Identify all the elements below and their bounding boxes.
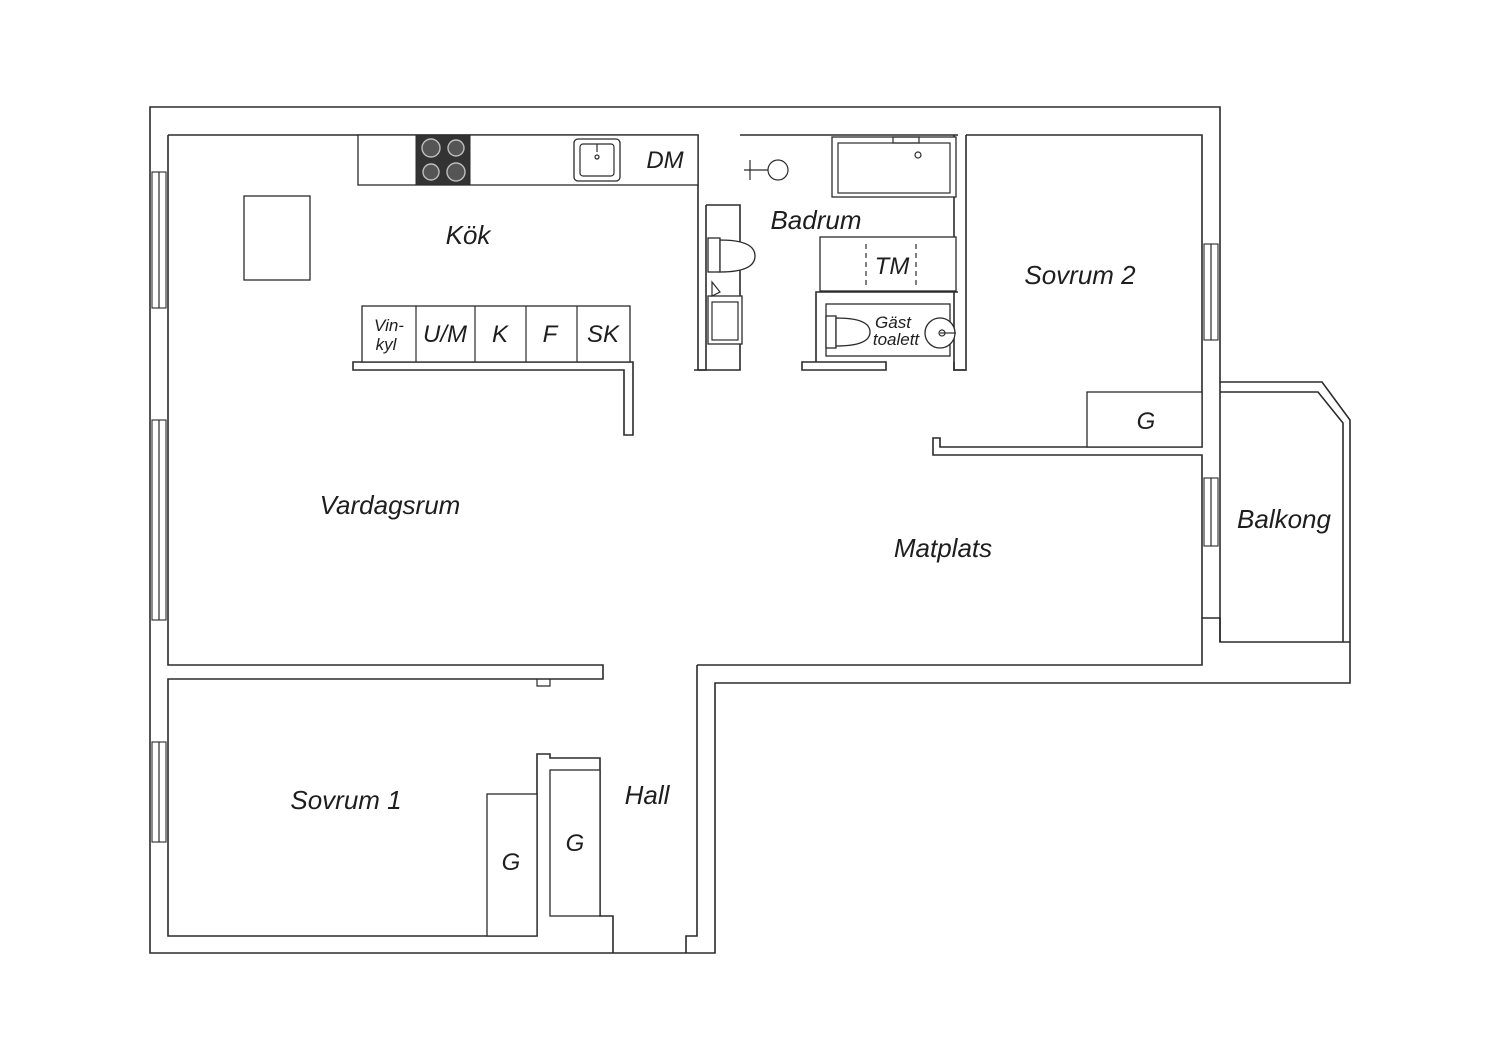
label-wine-fridge-1: Vin- <box>374 316 404 335</box>
label-wine-fridge-2: kyl <box>376 335 398 354</box>
wardrobe-bedroom-2 <box>1086 391 1203 448</box>
label-fridge: K <box>492 321 509 348</box>
label-oven-micro: U/M <box>423 321 467 348</box>
bathroom-fixtures <box>707 136 966 371</box>
toilet-icon <box>707 237 721 273</box>
exterior-walls <box>149 106 1351 954</box>
wardrobe-hall <box>549 769 601 917</box>
room-label-bedroom-2: Sovrum 2 <box>1024 260 1136 290</box>
label-wardrobe-hall: G <box>566 830 585 857</box>
label-dishwasher: DM <box>646 147 683 174</box>
label-wardrobe-bedroom-1: G <box>502 849 521 876</box>
kitchen-counter <box>357 134 699 186</box>
room-label-living-room: Vardagsrum <box>320 490 461 520</box>
label-storage-cabinet: SK <box>587 321 620 348</box>
room-label-kitchen: Kök <box>446 220 493 250</box>
label-freezer: F <box>543 321 559 348</box>
shower-icon <box>767 159 789 181</box>
room-label-balcony: Balkong <box>1237 504 1331 534</box>
room-label-hall: Hall <box>625 780 671 810</box>
wardrobe-bedroom-1 <box>486 793 538 937</box>
room-label-bathroom: Badrum <box>770 205 861 235</box>
label-guest-toilet-2: toalett <box>873 330 921 349</box>
label-wardrobe-bedroom-2: G <box>1137 408 1156 435</box>
bathtub-icon <box>831 136 957 198</box>
appliance-row <box>361 305 631 363</box>
room-label-dining: Matplats <box>894 533 992 563</box>
kitchen-table <box>243 195 311 281</box>
room-label-bedroom-1: Sovrum 1 <box>290 785 401 815</box>
label-guest-toilet-1: Gäst <box>875 313 912 332</box>
label-washing-machine: TM <box>875 253 910 280</box>
sink-icon <box>573 138 621 182</box>
washbasin-icon <box>707 295 743 345</box>
windows <box>151 171 1219 843</box>
